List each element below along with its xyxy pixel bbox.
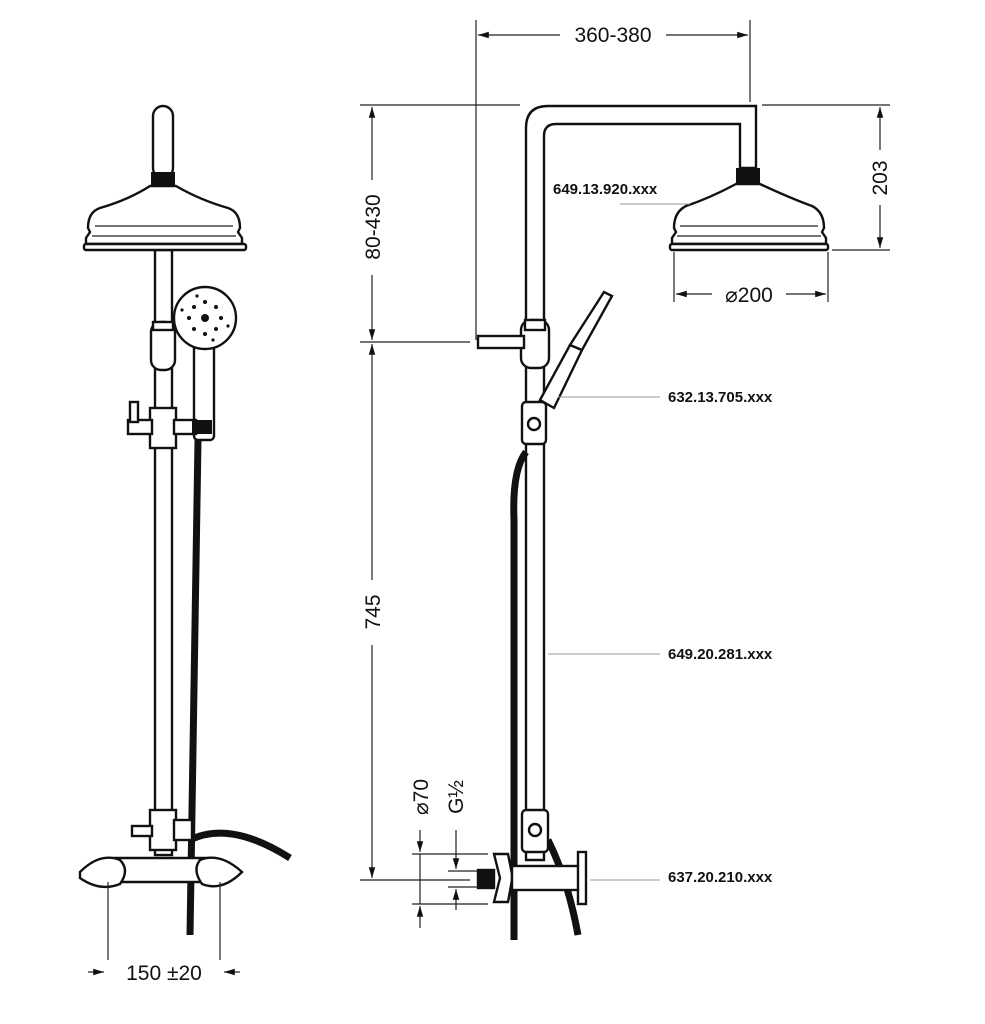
side-wall-flange — [492, 852, 514, 904]
part-code-hand-shower: 632.13.705.xxx — [668, 389, 773, 406]
front-view: 150 ±20 — [78, 104, 292, 985]
side-mixer-body — [510, 864, 584, 892]
side-head-nut — [736, 168, 760, 184]
front-right-cross-handle — [195, 856, 244, 888]
dim-mixer-centers: 150 ±20 — [126, 962, 202, 985]
front-left-cross-handle — [78, 856, 127, 889]
dim-thread: G½ — [445, 780, 468, 814]
spray-nozzles-icon — [180, 294, 230, 342]
dim-riser-height: 745 — [362, 594, 385, 629]
front-shower-head — [84, 184, 244, 246]
part-code-mixer: 637.20.210.xxx — [668, 869, 773, 886]
dim-head-height: 203 — [869, 160, 892, 195]
front-top-pipe — [151, 104, 175, 180]
part-code-shower-head: 649.13.920.xxx — [553, 181, 658, 198]
dim-flange-diameter: ⌀70 — [410, 779, 433, 815]
front-hose — [186, 439, 292, 936]
side-shower-head — [670, 182, 828, 246]
front-head-nut — [151, 172, 175, 186]
dim-height-adjust: 80-430 — [362, 194, 385, 259]
dim-head-diameter: ⌀200 — [725, 284, 773, 307]
side-view: 360-380 203 ⌀200 80-430 745 ⌀70 — [360, 20, 892, 940]
part-code-riser-pipe: 649.20.281.xxx — [668, 646, 773, 663]
dim-arm-length: 360-380 — [574, 24, 651, 47]
